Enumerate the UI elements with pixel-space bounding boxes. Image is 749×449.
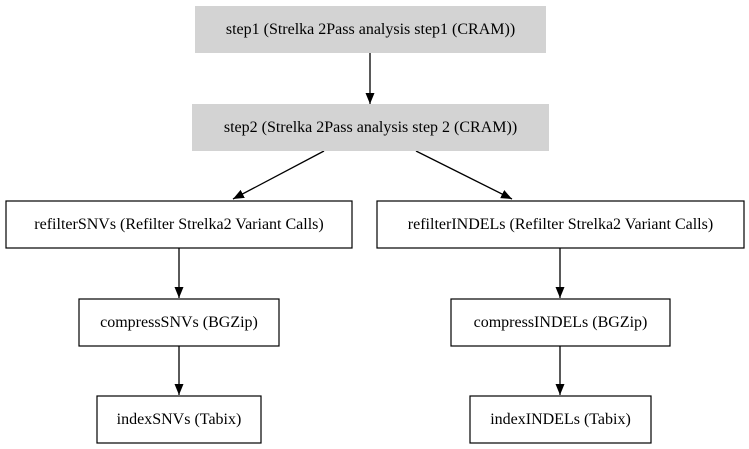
node-box-compressINDELs [450,298,671,347]
node-box-refilterSNVs [5,200,353,249]
edges-layer [174,53,565,395]
node-box-step1 [195,6,546,53]
node-label-step2: step2 (Strelka 2Pass analysis step 2 (CR… [224,119,517,136]
node-label-indexSNVs: indexSNVs (Tabix) [117,411,242,428]
node-refilterSNVs: refilterSNVs (Refilter Strelka2 Variant … [5,200,353,249]
node-compressINDELs: compressINDELs (BGZip) [450,298,671,347]
node-box-indexSNVs [96,395,262,444]
node-box-indexINDELs [469,395,652,444]
node-compressSNVs: compressSNVs (BGZip) [78,298,280,347]
nodes-layer: step1 (Strelka 2Pass analysis step1 (CRA… [5,6,745,444]
node-box-refilterINDELs [376,200,745,249]
node-label-step1: step1 (Strelka 2Pass analysis step1 (CRA… [226,21,515,38]
node-indexSNVs: indexSNVs (Tabix) [96,395,262,444]
node-box-step2 [192,104,549,151]
node-label-refilterSNVs: refilterSNVs (Refilter Strelka2 Variant … [34,216,323,233]
node-step1: step1 (Strelka 2Pass analysis step1 (CRA… [195,6,546,53]
node-label-compressSNVs: compressSNVs (BGZip) [100,314,258,331]
node-indexINDELs: indexINDELs (Tabix) [469,395,652,444]
node-label-compressINDELs: compressINDELs (BGZip) [474,314,648,331]
node-label-refilterINDELs: refilterINDELs (Refilter Strelka2 Varian… [408,216,713,233]
node-step2: step2 (Strelka 2Pass analysis step 2 (CR… [192,104,549,151]
edge-step2-to-refilterSNVs [232,150,325,200]
edge-step2-to-refilterINDELs [415,150,513,200]
node-box-compressSNVs [78,298,280,347]
node-refilterINDELs: refilterINDELs (Refilter Strelka2 Varian… [376,200,745,249]
node-label-indexINDELs: indexINDELs (Tabix) [490,411,631,428]
